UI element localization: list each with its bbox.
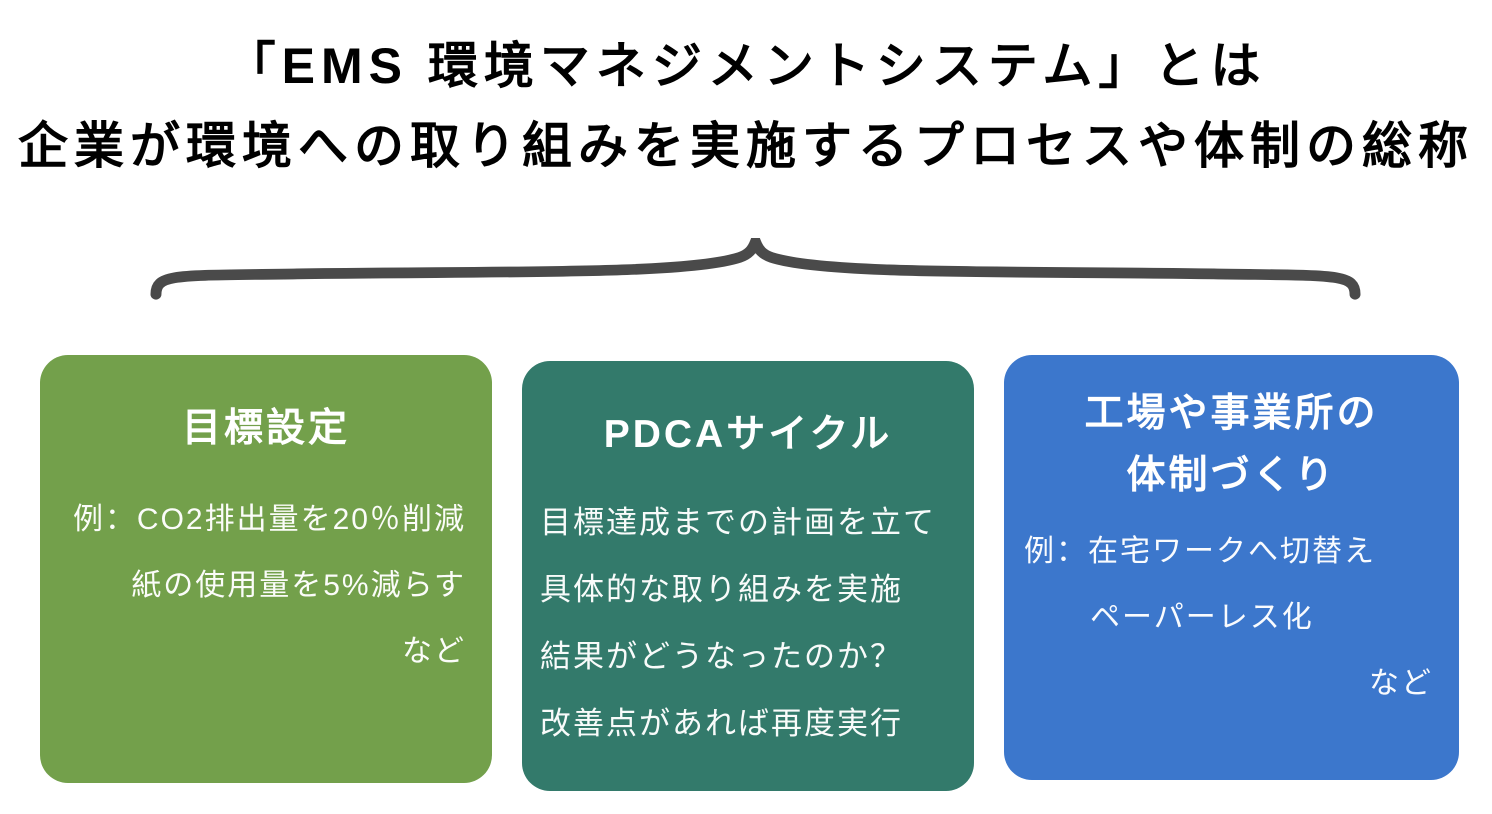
card-pdca-cycle-line: 目標達成までの計画を立て <box>540 505 936 540</box>
card-goal-setting-example-line: 紙の使用量を5%減らす <box>131 569 466 602</box>
card-goal-setting: 目標設定 例：CO2排出量を20％削減 紙の使用量を5%減らす など <box>40 355 492 783</box>
card-pdca-cycle-line: 結果がどうなったのか？ <box>540 639 903 674</box>
cards-row: 目標設定 例：CO2排出量を20％削減 紙の使用量を5%減らす など PDCAサ… <box>40 355 1459 791</box>
card-factory-office-structure-example-line: 例：在宅ワークへ切替え <box>1024 535 1376 568</box>
card-pdca-cycle-line: 改善点があれば再度実行 <box>540 706 903 741</box>
card-factory-office-structure-body: 例：在宅ワークへ切替え ペーパーレス化 など <box>1004 519 1459 717</box>
card-pdca-cycle: PDCAサイクル 目標達成までの計画を立て 具体的な取り組みを実施 結果がどうな… <box>522 361 974 791</box>
page-title-line1: 「EMS 環境マネジメントシステム」とは <box>225 38 1267 94</box>
card-goal-setting-example-line: 例：CO2排出量を20％削減 <box>72 503 466 536</box>
card-factory-office-structure: 工場や事業所の 体制づくり 例：在宅ワークへ切替え ペーパーレス化 など <box>1004 355 1459 780</box>
card-factory-office-structure-title-line1: 工場や事業所の <box>1084 392 1379 435</box>
card-factory-office-structure-title-line2: 体制づくり <box>1126 454 1337 497</box>
curly-brace-icon <box>150 238 1361 300</box>
page-title-line2: 企業が環境への取り組みを実施するプロセスや体制の総称 <box>18 118 1474 174</box>
card-pdca-cycle-title: PDCAサイクル <box>603 413 893 456</box>
card-factory-office-structure-example-line: ペーパーレス化 <box>1090 601 1314 634</box>
card-factory-office-structure-etc-label: など <box>1369 667 1433 700</box>
card-factory-office-structure-title: 工場や事業所の 体制づくり <box>1004 355 1459 507</box>
card-goal-setting-etc-label: など <box>402 635 466 668</box>
page-title: 「EMS 環境マネジメントシステム」とは 企業が環境への取り組みを実施するプロセ… <box>0 26 1492 186</box>
card-goal-setting-title: 目標設定 <box>181 407 350 450</box>
card-pdca-cycle-line: 具体的な取り組みを実施 <box>540 572 903 607</box>
card-pdca-cycle-body: 目標達成までの計画を立て 具体的な取り組みを実施 結果がどうなったのか？ 改善点… <box>522 489 974 757</box>
card-goal-setting-body: 例：CO2排出量を20％削減 紙の使用量を5%減らす など <box>40 487 492 685</box>
